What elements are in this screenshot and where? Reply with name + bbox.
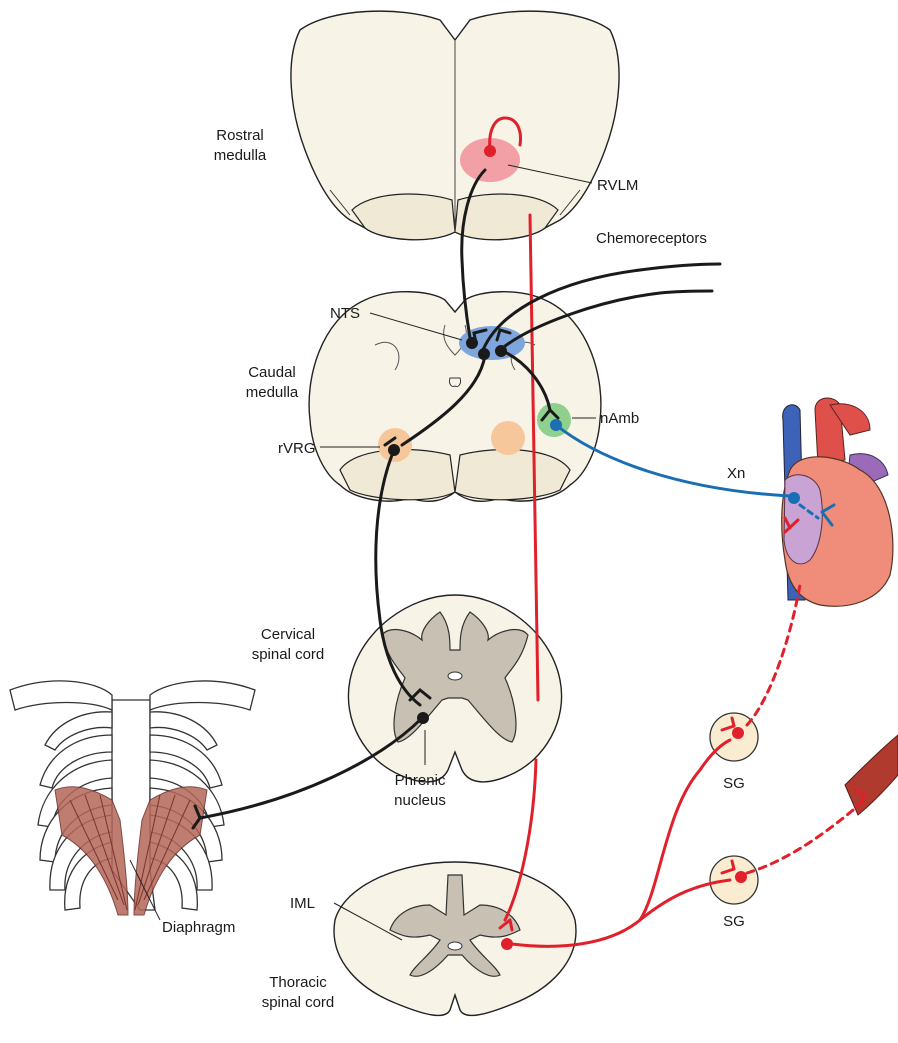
cervical-spinal-cord-label-2: spinal cord [252,646,325,663]
xn-label: Xn [727,465,745,482]
caudal-medulla-label-2: medulla [246,384,299,401]
phrenic-nucleus-label-2: nucleus [394,792,446,809]
rostral-medulla-label-2: medulla [214,147,267,164]
nts-neuron-2 [478,348,490,360]
nts-label: NTS [330,305,360,322]
heart-illustration [782,398,893,606]
sg-upper-label: SG [723,775,745,792]
thoracic-spinal-cord-label-1: Thoracic [269,974,327,991]
thoracic-spinal-cord-label-2: spinal cord [262,994,335,1011]
rvlm-label: RVLM [597,177,638,194]
diaphragm-label: Diaphragm [162,919,235,936]
blood-vessel-illustration [845,735,898,815]
sg-lower-label: SG [723,913,745,930]
rvlm-neuron [484,145,496,157]
namb-label: nAmb [600,410,639,427]
iml-label: IML [290,895,315,912]
rostral-medulla-section [291,11,619,240]
contralateral-vrg-region [491,421,525,455]
rvrg-label: rVRG [278,440,316,457]
caudal-medulla-section [309,292,601,502]
cardiac-vagal-neuron [788,492,800,504]
namb-neuron [550,419,562,431]
phrenic-nucleus-label-1: Phrenic [395,772,446,789]
nts-neuron-1 [466,337,478,349]
rvrg-neuron [388,444,400,456]
sg-lower-neuron [735,871,747,883]
nts-neuron-3 [495,345,507,357]
cervical-spinal-cord-label-1: Cervical [261,626,315,643]
rib-cage-illustration [10,681,255,915]
thoracic-spinal-cord-section [334,862,576,1015]
chemoreceptors-label: Chemoreceptors [596,230,707,247]
phrenic-neuron [417,712,429,724]
sg-upper-neuron [732,727,744,739]
rostral-medulla-label-1: Rostral [216,127,264,144]
iml-neuron [501,938,513,950]
caudal-medulla-label-1: Caudal [248,364,296,381]
